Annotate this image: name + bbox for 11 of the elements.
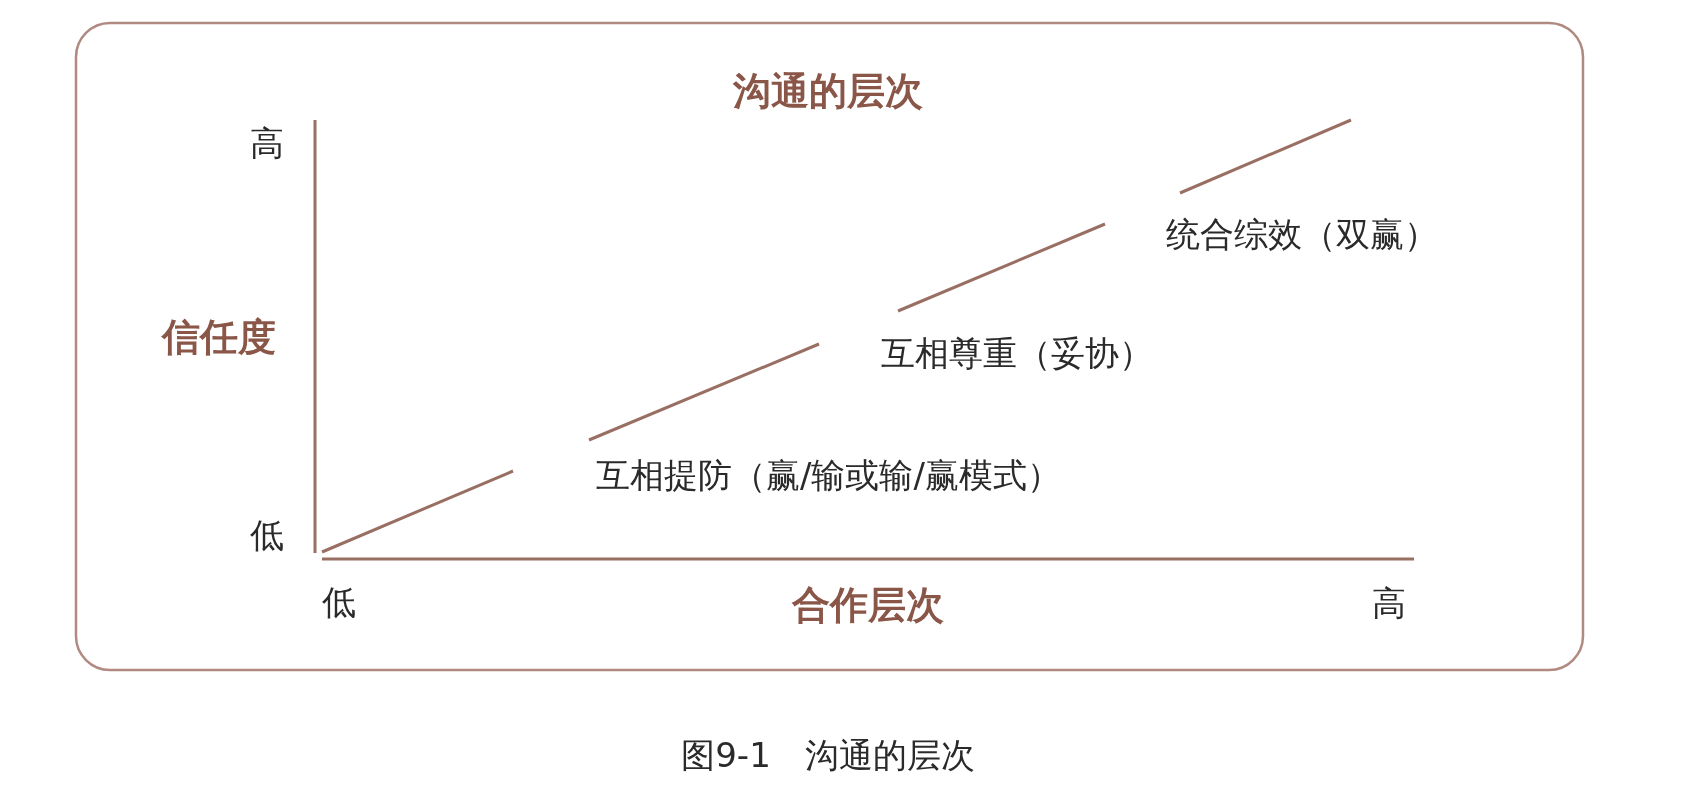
figure-caption: 图9-1 沟通的层次 (681, 738, 975, 772)
axis-tick-label: 低 (250, 518, 284, 552)
axis-tick-label: 高 (250, 126, 284, 160)
level-label: 统合综效（双赢） (1166, 217, 1438, 251)
axis-title: 合作层次 (792, 586, 944, 624)
axis-title: 信任度 (162, 318, 276, 356)
level-label: 互相提防（赢/输或输/赢模式） (596, 458, 1061, 492)
axis-tick-label: 低 (322, 585, 356, 619)
chart-title: 沟通的层次 (733, 72, 923, 110)
axis-tick-label: 高 (1372, 586, 1406, 620)
level-label: 互相尊重（妥协） (881, 336, 1153, 370)
